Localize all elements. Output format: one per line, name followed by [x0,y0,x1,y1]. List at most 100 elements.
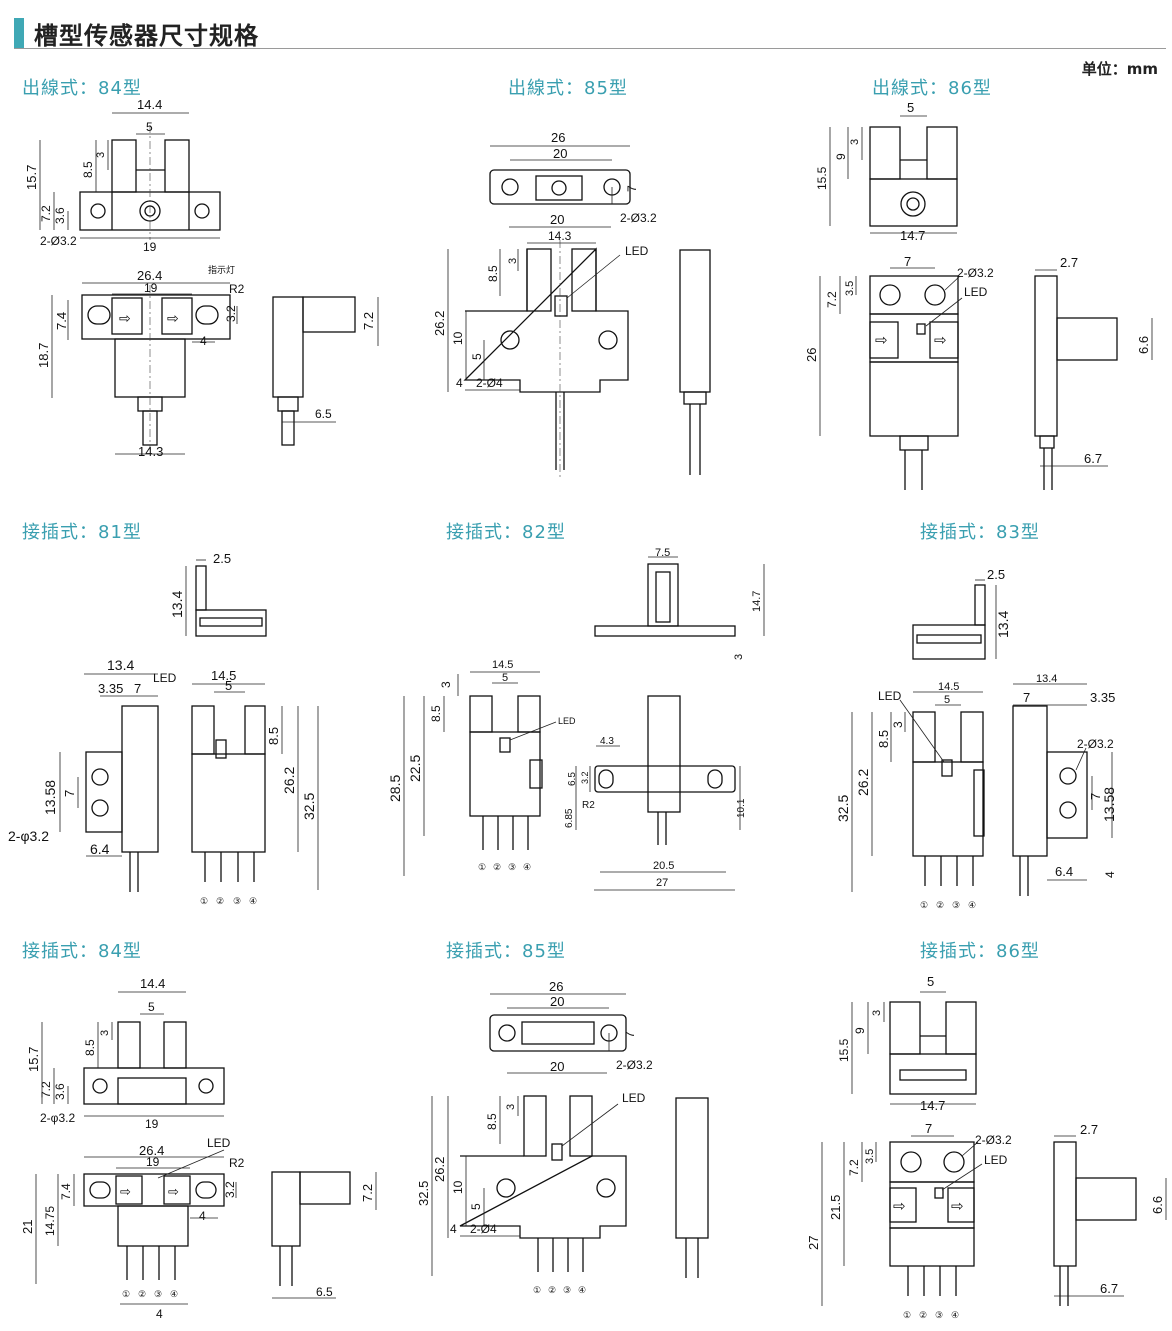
pin-label: ③ [508,862,516,872]
dim-label: LED [625,244,649,258]
section-title-plug-86: 接插式：86型 [920,941,1040,962]
dim-label: 2-Ø3.2 [620,211,657,225]
dim-label: 6.4 [90,841,110,857]
dim-label: 32.5 [301,793,317,820]
dim-label: 5 [146,120,153,134]
arrow-icon: ⇨ [934,332,947,349]
dim-label: 13.58 [1101,787,1117,822]
dim-label: 6.5 [315,407,332,421]
dim-label: 9 [853,1027,867,1034]
dim-label: 5 [927,974,934,989]
dim-label: 6.5 [316,1285,333,1299]
dim-label: 26.4 [137,268,162,283]
dim-label: 2.7 [1060,255,1078,270]
pin-label: ② [548,1285,556,1295]
dim-label: 8.5 [429,705,443,722]
dim-label: 3.2 [224,305,238,322]
pin-row: ① ② ③ ④ [903,1266,959,1320]
pin-label: ③ [233,896,241,906]
dim-label: 2.5 [213,551,231,566]
drawing-plug-81: 2.5 13.4 13.4 3.35 7 LED 13.58 7 2-φ3.2 … [8,551,319,906]
dim-label: 7 [1023,690,1030,705]
dim-label: 14.4 [137,97,162,112]
dim-label: 20 [550,994,564,1009]
dim-label: 3.5 [864,1149,876,1164]
dim-label: 27 [806,1236,821,1250]
drawing-out-85: 26 20 7 2-Ø3.2 20 14.3 LED 26.2 8.5 3 10… [432,130,711,480]
dim-label: 6.7 [1084,451,1102,466]
dim-label: 7 [904,254,911,269]
pin-label: ④ [968,900,976,910]
dim-label: 8.5 [486,265,500,282]
dim-label: 2.7 [1080,1122,1098,1137]
drawing-plug-84: 14.4 5 15.7 8.5 3 7.2 3.6 2-φ3.2 19 ⇨ ⇨ … [20,976,377,1321]
dim-label: R2 [582,800,595,811]
dim-label: 26 [551,130,565,145]
dim-label: 20 [553,146,567,161]
dim-label: 4 [1103,871,1117,878]
dim-label: 7.2 [361,312,376,330]
dim-label: 3 [891,721,905,728]
dim-label: 19 [146,1155,160,1169]
dim-label: 15.5 [837,1038,851,1062]
dim-label: 22.5 [407,755,423,782]
dim-label: 3.2 [580,771,590,784]
pin-label: ① [920,900,928,910]
dim-label: 5 [469,1203,483,1210]
dim-label: 26.4 [139,1143,164,1158]
pin-label: ① [478,862,486,872]
drawing-plug-83: 2.5 13.4 14.5 5 LED 3 8.5 26.2 32.5 ① ② … [835,567,1117,910]
dim-label: 3 [99,1030,111,1036]
dim-label: 2-Ø4 [476,376,503,390]
dim-label: 5 [470,353,484,360]
dim-label: 14.3 [548,229,572,243]
dim-label: 20 [550,212,564,227]
dim-label: 3.5 [844,281,856,296]
dim-label: 19 [145,1117,159,1131]
dim-label: 13.4 [1036,673,1057,685]
dim-label: 5 [148,1000,155,1014]
dim-label: 4 [450,1222,457,1236]
pin-label: ② [216,896,224,906]
dim-label: 3 [507,258,519,264]
pin-label: ② [936,900,944,910]
dim-label: LED [558,716,576,726]
pin-label: ② [919,1310,927,1320]
dim-label: 13.4 [107,657,134,673]
dim-label: 7.2 [825,291,839,308]
dim-label: 2-φ3.2 [40,1111,75,1125]
pin-row: ① ② ③ ④ [920,856,976,910]
dim-label: LED [878,689,902,703]
page-title: 槽型传感器尺寸规格 [34,22,259,50]
dim-label: 20.5 [653,860,674,872]
section-title-out-85: 出線式：85型 [508,78,628,99]
section-title-out-84: 出線式：84型 [22,78,142,99]
dim-label: 18.7 [36,343,51,368]
pin-label: ③ [563,1285,571,1295]
dim-label: 4 [199,1209,206,1223]
dim-label: 15.7 [26,1047,41,1072]
dim-label: 10 [451,1180,465,1194]
dim-label: 指示灯 [208,264,235,275]
dim-label: 7 [134,681,141,696]
dim-label: 7 [62,790,77,797]
dim-label: R2 [229,1156,245,1170]
pin-label: ① [122,1289,130,1299]
pin-label: ② [138,1289,146,1299]
drawing-out-86: 5 9 3 15.5 14.7 ⇨ ⇨ 7 2-Ø3.2 7.2 3.5 LED… [804,100,1153,490]
dim-label: 5 [944,694,950,706]
pin-label: ③ [154,1289,162,1299]
section-title-plug-83: 接插式：83型 [920,522,1040,543]
dim-label: 4 [200,334,207,348]
dim-label: 26 [549,979,563,994]
dim-label: 5 [225,678,232,693]
dim-label: 3.2 [223,1181,237,1198]
dim-label: 26 [804,348,819,362]
dim-label: 7.5 [655,547,670,559]
pin-label: ④ [951,1310,959,1320]
dim-label: 6.6 [1150,1196,1165,1214]
dim-label: 14.7 [751,591,763,612]
dim-label: LED [984,1153,1008,1167]
pin-label: ① [533,1285,541,1295]
arrow-icon: ⇨ [875,332,888,349]
